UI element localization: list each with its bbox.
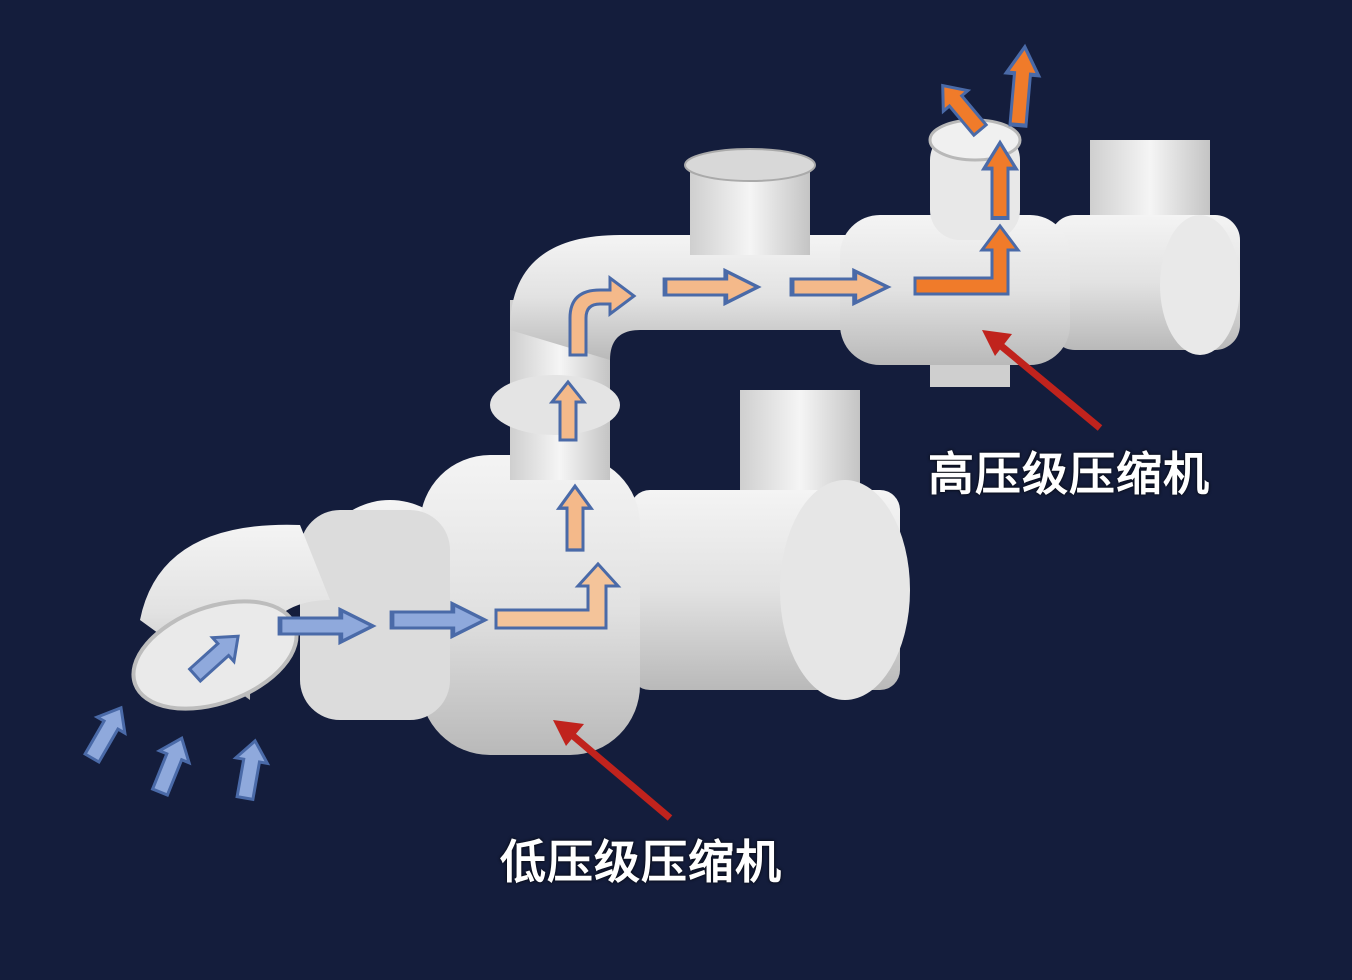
high-pressure-compressor	[840, 118, 1240, 387]
riser-turn-arrow	[568, 275, 637, 357]
lp-pointer	[569, 732, 673, 821]
inlet-arrow	[143, 730, 199, 800]
inlet-arrow	[227, 736, 273, 803]
flow-arrows-interstage	[550, 271, 888, 552]
inlet-arrow	[76, 698, 137, 768]
lp-casing	[420, 455, 640, 755]
lp-terminal-box	[740, 390, 860, 490]
high-pressure-compressor-label: 高压级压缩机	[928, 447, 1210, 501]
interstage-pipe	[490, 148, 870, 480]
hp-pointer	[997, 342, 1103, 431]
outlet-arrow	[1002, 46, 1041, 127]
lp-turn-arrow	[494, 561, 622, 630]
low-pressure-compressor-label: 低压级压缩机	[500, 835, 782, 889]
label-pointers	[553, 330, 1103, 821]
hp-turn-arrow	[913, 223, 1021, 296]
